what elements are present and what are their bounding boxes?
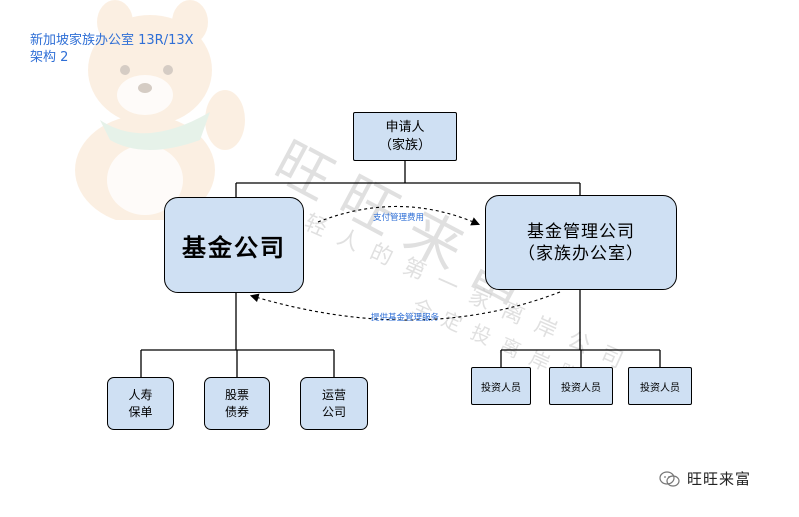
applicant-line-2: （家族） bbox=[378, 137, 431, 153]
operating-line-2: 公司 bbox=[321, 404, 346, 419]
operating-company-node: 运营 公司 bbox=[300, 377, 368, 430]
operating-line-1: 运营 bbox=[321, 387, 346, 402]
investor-label-3: 投资人员 bbox=[640, 382, 680, 394]
brand-footer: 旺旺来富 bbox=[659, 468, 751, 489]
management-company-node: 基金管理公司 （家族办公室） bbox=[485, 195, 677, 290]
insurance-node: 人寿 保单 bbox=[107, 377, 174, 430]
wechat-icon bbox=[659, 470, 680, 487]
fund-company-node: 基金公司 bbox=[164, 197, 304, 293]
applicant-line-1: 申请人 bbox=[385, 119, 425, 135]
management-company-line-2: （家族办公室） bbox=[518, 243, 644, 264]
fund-company-label: 基金公司 bbox=[182, 233, 286, 262]
insurance-line-1: 人寿 bbox=[128, 387, 153, 402]
management-company-line-1: 基金管理公司 bbox=[527, 221, 635, 242]
investor-node-2: 投资人员 bbox=[549, 367, 613, 405]
pay-fee-label: 支付管理费用 bbox=[373, 213, 425, 223]
arrow-pay-fee bbox=[317, 205, 481, 226]
investor-label-1: 投资人员 bbox=[481, 382, 521, 394]
stocks-node: 股票 债券 bbox=[204, 377, 270, 430]
arrow-provide-service bbox=[249, 291, 561, 321]
applicant-node: 申请人 （家族） bbox=[353, 112, 457, 161]
stocks-line-1: 股票 bbox=[224, 387, 249, 402]
investor-node-1: 投资人员 bbox=[471, 367, 531, 405]
mascot-illustration bbox=[75, 0, 245, 220]
title-line-1: 新加坡家族办公室 13R/13X bbox=[30, 33, 194, 48]
stocks-line-2: 债券 bbox=[224, 404, 249, 419]
investor-node-3: 投资人员 bbox=[628, 367, 692, 405]
brand-name: 旺旺来富 bbox=[687, 470, 752, 488]
title-line-2: 架构 2 bbox=[30, 50, 69, 65]
provide-service-label: 提供基金管理服务 bbox=[371, 313, 440, 323]
insurance-line-2: 保单 bbox=[128, 404, 153, 419]
diagram-title: 新加坡家族办公室 13R/13X 架构 2 bbox=[30, 32, 194, 66]
investor-label-2: 投资人员 bbox=[561, 382, 601, 394]
